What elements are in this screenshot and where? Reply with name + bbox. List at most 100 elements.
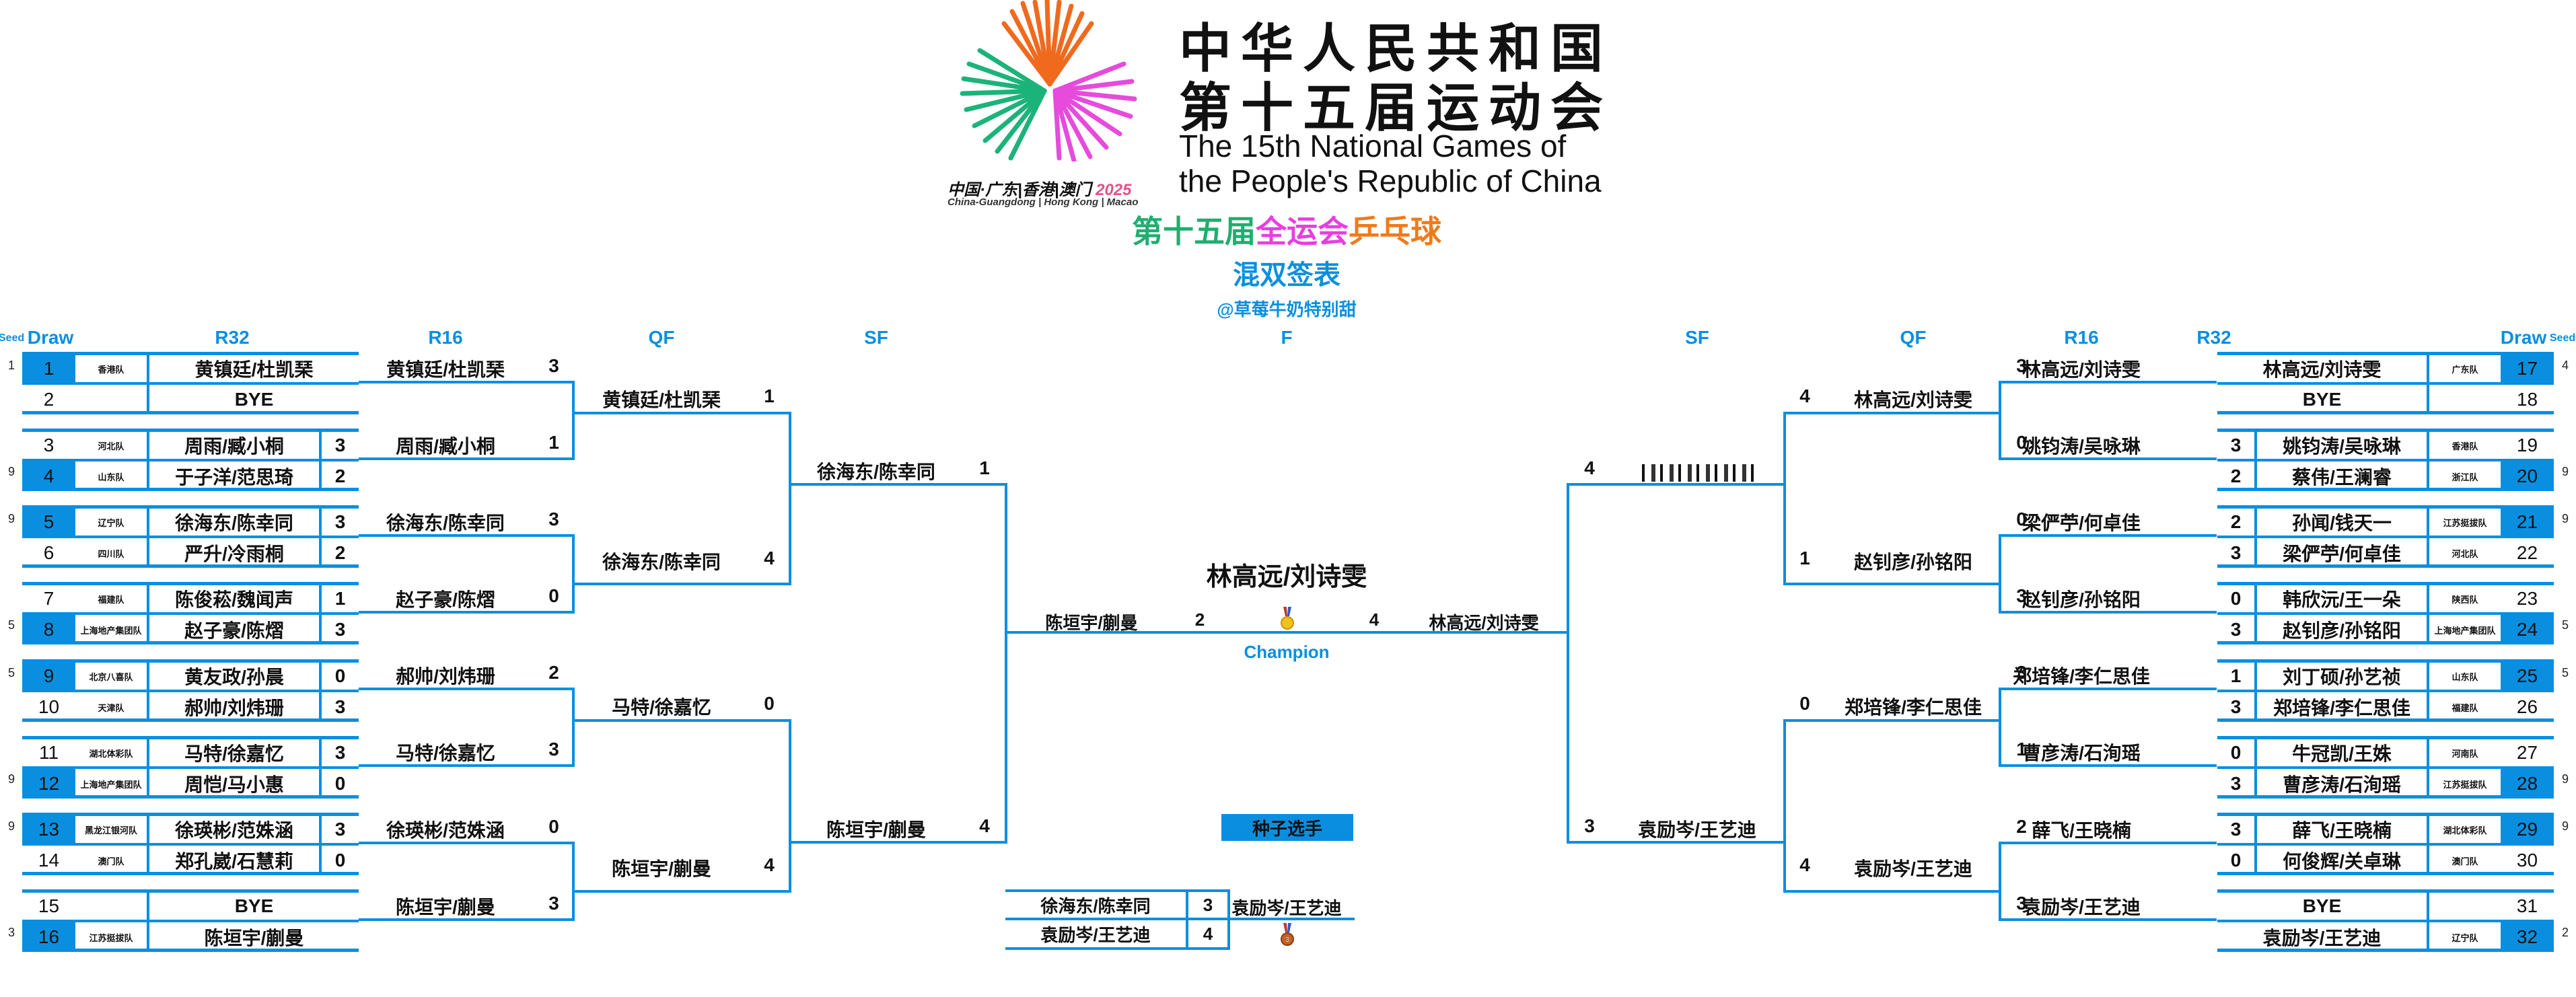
match-score: 3 [334, 819, 346, 840]
match-score: 3 [334, 511, 346, 532]
bracket-line [2000, 764, 2217, 767]
sf-left-score: 4 [979, 815, 990, 836]
team-name [75, 893, 147, 920]
bracket-line [2000, 457, 2217, 460]
seed-number: 5 [7, 666, 15, 679]
player-pair-name: 袁励岑/王艺迪 [2217, 922, 2429, 952]
team-name: 河北队 [2452, 548, 2478, 559]
final-left-score: 2 [1194, 610, 1205, 630]
event-title-part2: 全运会 [1256, 214, 1349, 249]
draw-number: 8 [22, 615, 75, 644]
champion-label: Champion [1244, 642, 1330, 662]
r16-left-score: 0 [548, 816, 559, 837]
bracket-line [2000, 611, 2217, 614]
bracket-line [1785, 583, 2001, 585]
draw-number: 31 [2516, 895, 2538, 916]
player-pair-name: BYE [147, 385, 359, 414]
seed-number: 9 [2561, 772, 2569, 786]
r16-left-score: 0 [548, 585, 559, 606]
header-seed-right: Seed [2549, 332, 2576, 344]
bronze-medal-icon: 3 [1281, 923, 1294, 946]
seed-number: 3 [7, 926, 15, 939]
r16-left-name: 马特/徐嘉忆 [396, 743, 495, 764]
r16-right-name: 薛飞/王晓楠 [2032, 820, 2131, 841]
final-right-score: 4 [1369, 610, 1380, 630]
team-name: 河北队 [98, 441, 124, 451]
bracket-line [359, 534, 574, 537]
logo-caption-en: China-Guangdong | Hong Kong | Macao [947, 196, 1139, 208]
r16-left-score: 3 [548, 509, 559, 529]
draw-number: 26 [2516, 696, 2538, 717]
team-name [2429, 385, 2501, 414]
bracket-line [1568, 841, 1785, 844]
header-sf-left: SF [864, 327, 888, 348]
match-score: 2 [334, 542, 346, 563]
match-score: 3 [334, 742, 346, 763]
draw-number: 7 [43, 588, 55, 609]
player-pair-name: 黄镇廷/杜凯琹 [147, 355, 359, 382]
sf-left-score: 1 [979, 457, 990, 478]
r16-left-name: 周雨/臧小桐 [396, 436, 495, 457]
header-draw-right: Draw [2500, 327, 2547, 348]
bracket-line [791, 841, 1006, 844]
author-handle: @草莓牛奶特别甜 [1217, 299, 1357, 320]
bronze-match[interactable]: 徐海东/陈幸同 3 袁励岑/王艺迪 4 [1005, 889, 1230, 950]
draw-number: 18 [2516, 389, 2538, 410]
match-score: 0 [2230, 850, 2242, 871]
r16-right-score: 1 [2016, 739, 2027, 760]
r16-right-name: 郑培锋/李仁思佳 [2013, 666, 2150, 687]
seed-number: 2 [2561, 926, 2569, 939]
header-draw-left: Draw [27, 327, 74, 348]
seed-number: 9 [7, 465, 15, 478]
draw-number: 30 [2516, 850, 2538, 871]
team-name: 天津队 [98, 702, 124, 713]
match-score: 2 [2230, 466, 2242, 486]
r16-left-name: 郝帅/刘炜珊 [396, 666, 495, 687]
bronze-row-name: 徐海东/陈幸同 [1005, 892, 1188, 918]
player-pair-name: 郝帅/刘炜珊 [147, 692, 322, 722]
r16-left-name: 陈垣宇/蒯曼 [396, 897, 495, 918]
seed-legend: 种子选手 [1221, 814, 1353, 841]
sf-right-score: 4 [1584, 457, 1595, 478]
bracket-line [1785, 412, 2001, 414]
